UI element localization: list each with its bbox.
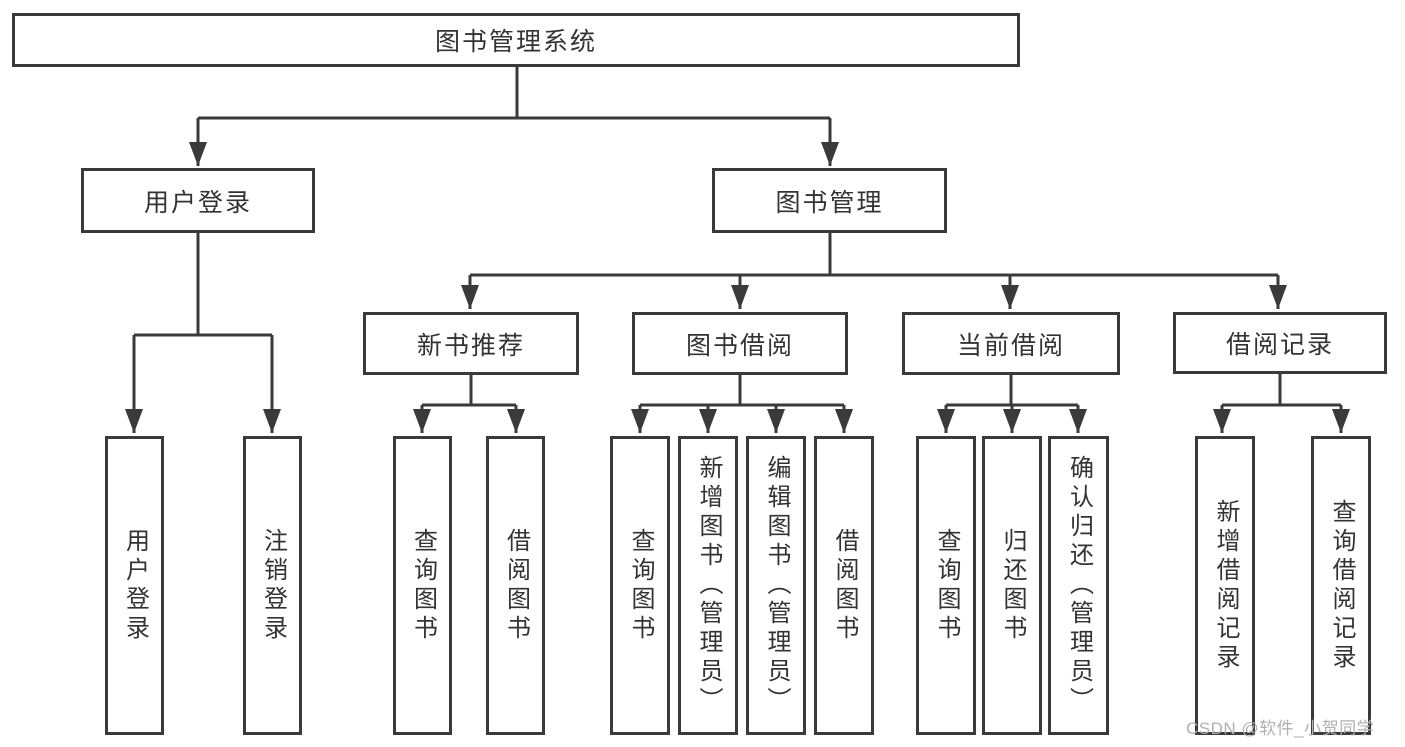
leaf-edit-books-admin-label: 编辑图书（管理员） — [763, 455, 790, 716]
node-current-borrowing: 当前借阅 — [902, 312, 1120, 375]
leaf-current-query-books: 查询图书 — [916, 436, 976, 735]
connector-new-book-children — [413, 375, 525, 433]
node-user-login-label: 用户登录 — [143, 188, 252, 217]
node-current-borrowing-label: 当前借阅 — [956, 331, 1065, 360]
leaf-borrowing-borrow-books: 借阅图书 — [814, 436, 874, 735]
leaf-borrowing-borrow-books-label: 借阅图书 — [831, 527, 858, 644]
leaf-user-login-label: 用户登录 — [121, 527, 149, 644]
connector-current-borrowing-children — [937, 375, 1087, 433]
node-user-login: 用户登录 — [81, 168, 315, 233]
leaf-query-borrow-record-label: 查询借阅记录 — [1328, 498, 1355, 673]
leaf-add-books-admin: 新增图书（管理员） — [678, 436, 738, 735]
node-borrowing-records-label: 借阅记录 — [1225, 331, 1334, 359]
leaf-borrowing-query-books: 查询图书 — [610, 436, 670, 735]
connector-borrowing-records-children — [1213, 374, 1350, 433]
leaf-confirm-return-admin: 确认归还（管理员） — [1048, 436, 1109, 735]
leaf-user-login: 用户登录 — [105, 436, 164, 735]
node-new-book-recommend-label: 新书推荐 — [416, 331, 525, 360]
connector-book-borrowing-children — [631, 375, 853, 433]
node-book-management-label: 图书管理 — [775, 188, 884, 217]
watermark: CSDN @软件_小贺同学 — [1186, 719, 1375, 738]
leaf-recommend-borrow-books-label: 借阅图书 — [502, 527, 530, 644]
leaf-confirm-return-admin-label: 确认归还（管理员） — [1065, 455, 1093, 716]
leaf-logout-login-label: 注销登录 — [259, 527, 287, 644]
node-book-management: 图书管理 — [712, 168, 947, 233]
leaf-return-books: 归还图书 — [982, 436, 1042, 735]
leaf-current-query-books-label: 查询图书 — [933, 527, 960, 644]
leaf-edit-books-admin: 编辑图书（管理员） — [746, 436, 806, 735]
leaf-add-books-admin-label: 新增图书（管理员） — [695, 455, 722, 716]
node-new-book-recommend: 新书推荐 — [363, 312, 579, 375]
node-borrowing-records: 借阅记录 — [1173, 312, 1387, 374]
connector-user-login-children — [125, 233, 281, 433]
node-root-label: 图书管理系统 — [434, 28, 597, 56]
leaf-return-books-label: 归还图书 — [999, 527, 1026, 644]
node-root: 图书管理系统 — [12, 13, 1020, 67]
leaf-add-borrow-record-label: 新增借阅记录 — [1212, 498, 1239, 673]
node-book-borrowing-label: 图书借阅 — [685, 331, 794, 360]
leaf-logout-login: 注销登录 — [243, 436, 302, 735]
connector-book-management-children — [461, 233, 1287, 309]
leaf-query-borrow-record: 查询借阅记录 — [1311, 436, 1371, 735]
connector-root-to-level2 — [189, 67, 839, 166]
leaf-recommend-borrow-books: 借阅图书 — [486, 436, 545, 735]
leaf-add-borrow-record: 新增借阅记录 — [1195, 436, 1255, 735]
leaf-recommend-query-books: 查询图书 — [393, 436, 452, 735]
leaf-recommend-query-books-label: 查询图书 — [409, 527, 437, 644]
leaf-borrowing-query-books-label: 查询图书 — [627, 527, 654, 644]
node-book-borrowing: 图书借阅 — [632, 312, 848, 375]
